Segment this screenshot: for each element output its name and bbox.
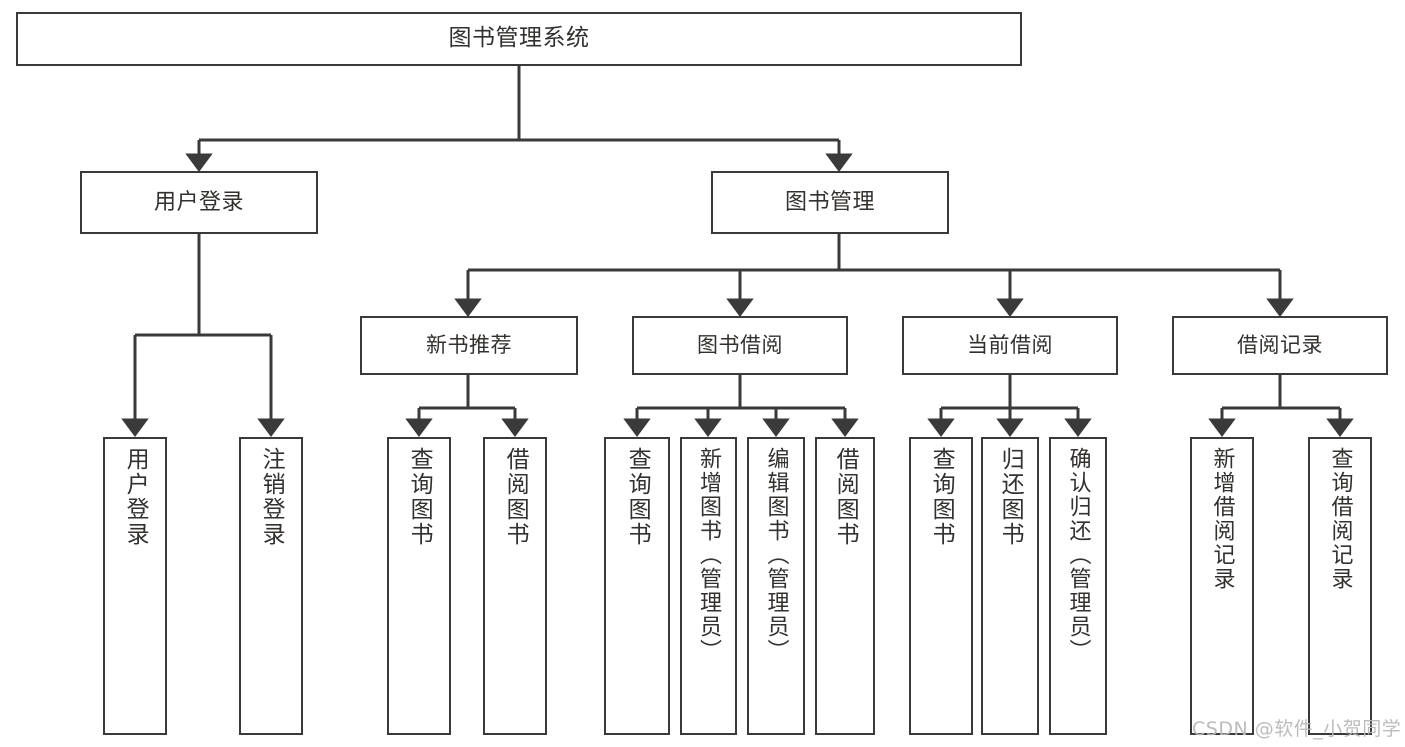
node-user-login[interactable]: 用户登录 — [80, 171, 318, 234]
leaf-confirm-return-admin[interactable]: 确认归还（管理员） — [1049, 437, 1107, 735]
node-label: 查询图书 — [928, 447, 955, 547]
leaf-query-borrow-record[interactable]: 查询借阅记录 — [1308, 437, 1372, 735]
node-label: 借阅记录 — [1237, 333, 1323, 358]
leaf-return-book[interactable]: 归还图书 — [981, 437, 1039, 735]
node-new-book-recommend[interactable]: 新书推荐 — [360, 316, 578, 375]
node-label: 查询图书 — [624, 447, 651, 547]
node-current-borrow[interactable]: 当前借阅 — [902, 316, 1118, 375]
node-label: 确认归还（管理员） — [1065, 447, 1091, 663]
leaf-borrow-book-recommend[interactable]: 借阅图书 — [483, 437, 547, 735]
node-label: 新增图书（管理员） — [696, 447, 722, 663]
node-book-borrow[interactable]: 图书借阅 — [632, 316, 848, 375]
node-label: 查询图书 — [406, 447, 433, 547]
leaf-logout[interactable]: 注销登录 — [239, 437, 303, 735]
node-label: 借阅图书 — [832, 447, 859, 547]
leaf-add-book-admin[interactable]: 新增图书（管理员） — [680, 437, 737, 735]
leaf-add-borrow-record[interactable]: 新增借阅记录 — [1190, 437, 1254, 735]
leaf-query-book-recommend[interactable]: 查询图书 — [387, 437, 451, 735]
leaf-query-book-current[interactable]: 查询图书 — [909, 437, 973, 735]
leaf-edit-book-admin[interactable]: 编辑图书（管理员） — [747, 437, 805, 735]
node-label: 归还图书 — [997, 447, 1024, 547]
node-book-management[interactable]: 图书管理 — [711, 171, 949, 234]
leaf-borrow-book[interactable]: 借阅图书 — [815, 437, 875, 735]
node-borrow-record[interactable]: 借阅记录 — [1172, 316, 1388, 375]
node-label: 图书借阅 — [697, 333, 783, 358]
leaf-query-book-borrow[interactable]: 查询图书 — [604, 437, 670, 735]
node-label: 图书管理系统 — [448, 25, 590, 52]
node-label: 图书管理 — [784, 189, 875, 215]
watermark-text: CSDN @软件_小贺同学 — [1192, 718, 1402, 740]
node-root-book-management-system[interactable]: 图书管理系统 — [16, 12, 1022, 66]
node-label: 当前借阅 — [967, 333, 1053, 358]
node-label: 借阅图书 — [502, 447, 529, 547]
node-label: 新增借阅记录 — [1209, 447, 1235, 591]
node-label: 新书推荐 — [426, 333, 512, 358]
node-label: 注销登录 — [258, 447, 285, 547]
node-label: 查询借阅记录 — [1327, 447, 1353, 591]
leaf-user-login[interactable]: 用户登录 — [103, 437, 167, 735]
node-label: 用户登录 — [122, 447, 149, 547]
node-label: 编辑图书（管理员） — [763, 447, 789, 663]
node-label: 用户登录 — [153, 189, 244, 215]
